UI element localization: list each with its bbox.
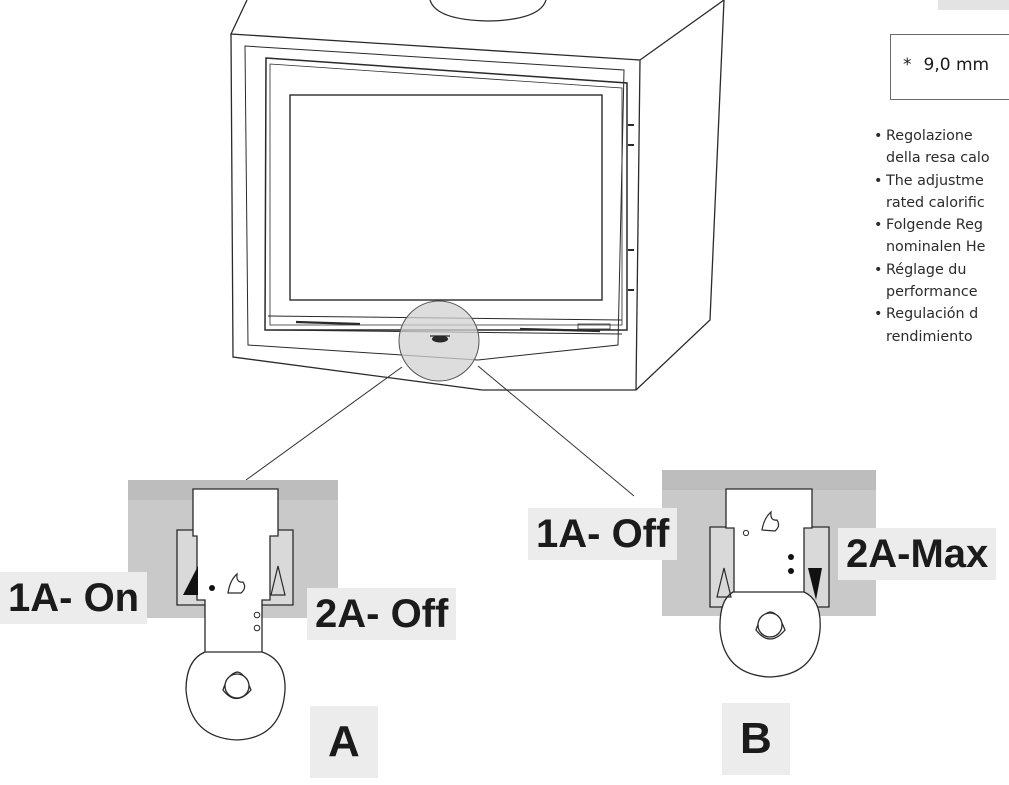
detail-a-left-label: 1A- On: [0, 572, 148, 624]
note-item: The adjustme rated calorific: [874, 170, 1009, 215]
detail-b-left-label: 1A- Off: [528, 508, 678, 560]
detail-a-damper-lever: [192, 488, 279, 661]
door-glass: [289, 94, 603, 301]
note-line: Regulación d: [886, 306, 979, 323]
header-grey-strip: [938, 0, 1009, 10]
note-item: Folgende Reg nominalen He: [874, 214, 1009, 259]
note-line: Folgende Reg: [886, 217, 983, 234]
note-line: della resa calo: [886, 150, 990, 167]
detail-b-caption: B: [722, 703, 790, 775]
note-line: Regolazione: [886, 128, 973, 144]
note-item: Regolazione della resa calo: [874, 125, 1009, 170]
stove-front-edge: [635, 59, 641, 391]
spec-box: * 9,0 mm: [890, 34, 1009, 100]
spec-asterisk: *: [903, 55, 912, 75]
frame-inner: [244, 45, 625, 361]
detail-b-right-label: 2A-Max: [838, 528, 997, 580]
leader-line-a: [245, 366, 403, 481]
detail-b: [662, 470, 876, 678]
note-line: The adjustme: [886, 172, 984, 189]
stove-left-side: [230, 33, 483, 391]
note-line: rated calorific: [886, 194, 985, 211]
stove-right-side: [482, 0, 725, 391]
flue-collar: [429, 0, 547, 22]
spec-text: * 9,0 mm: [903, 55, 989, 75]
note-line: nominalen He: [886, 239, 986, 256]
leader-line-b: [477, 365, 635, 497]
spec-value: 9,0 mm: [923, 55, 990, 75]
notes-list: Regolazione della resa calo The adjustme r…: [874, 125, 1009, 348]
note-line: Réglage du: [886, 261, 967, 278]
detail-a-caption: A: [310, 706, 378, 778]
stove-top: [230, 0, 725, 61]
detail-a-right-label: 2A- Off: [307, 588, 457, 640]
note-line: rendimiento: [886, 328, 973, 345]
note-item: Regulación d rendimiento: [874, 303, 1009, 348]
note-line: performance: [886, 284, 978, 301]
detail-b-damper-lever: [725, 488, 813, 599]
note-item: Réglage du performance: [874, 259, 1009, 304]
detail-a: [128, 480, 338, 741]
door-outline: [264, 57, 628, 331]
